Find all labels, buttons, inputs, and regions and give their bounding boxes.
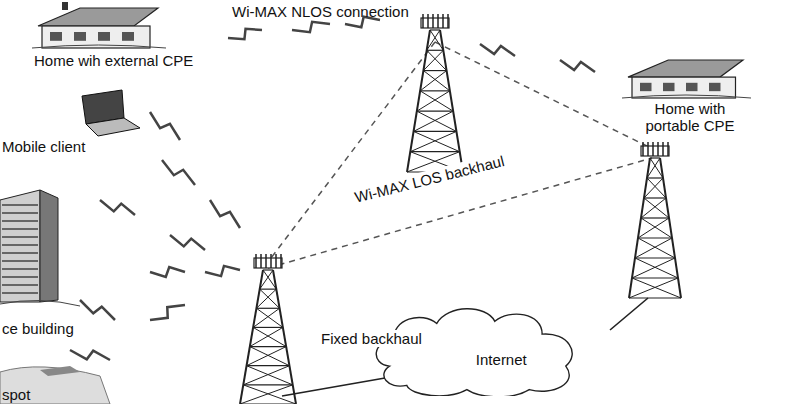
- wireless-signal: [150, 305, 185, 320]
- lattice-tower: [629, 142, 681, 298]
- wireless-signal: [205, 266, 240, 276]
- wireless-signal: [170, 235, 205, 250]
- site-label: ce building: [2, 320, 74, 337]
- office-building: [0, 190, 80, 306]
- lattice-tower: [240, 254, 296, 404]
- internet-cloud: Internet: [368, 300, 583, 396]
- wireless-signal: [70, 350, 110, 360]
- cpe-antenna: [62, 2, 68, 10]
- site-label: Mobile client: [2, 138, 85, 155]
- link-label: Wi-MAX LOS backhaul: [350, 151, 509, 206]
- house-icon: [622, 60, 751, 98]
- site-label: Home wih external CPE: [34, 52, 193, 69]
- wireless-signal: [162, 160, 195, 185]
- dashed-link: [435, 42, 655, 150]
- wireless-signal: [228, 29, 262, 40]
- wireless-signal: [150, 267, 185, 277]
- link-label: Wi-MAX NLOS connection: [232, 3, 409, 20]
- fixed-backhaul-line: [282, 378, 385, 396]
- node-label: Internet: [476, 351, 527, 368]
- cloud-outline: [368, 300, 583, 396]
- hotspot-airport: [0, 366, 110, 404]
- wireless-signal: [100, 200, 135, 215]
- wireless-signal: [210, 200, 240, 228]
- lattice-tower: [407, 14, 463, 172]
- wireless-signal: [80, 300, 115, 320]
- wireless-signal: [480, 44, 515, 56]
- laptop-icon: [82, 90, 140, 136]
- site-label: Home with portable CPE: [640, 100, 740, 134]
- link-label: Fixed backhaul: [318, 330, 425, 347]
- wireless-signal: [150, 112, 180, 140]
- tower-cloud-line: [610, 298, 648, 330]
- wireless-signal: [292, 22, 330, 32]
- wireless-signal: [560, 60, 595, 72]
- house-icon: [32, 8, 166, 48]
- site-label: spot: [2, 386, 30, 403]
